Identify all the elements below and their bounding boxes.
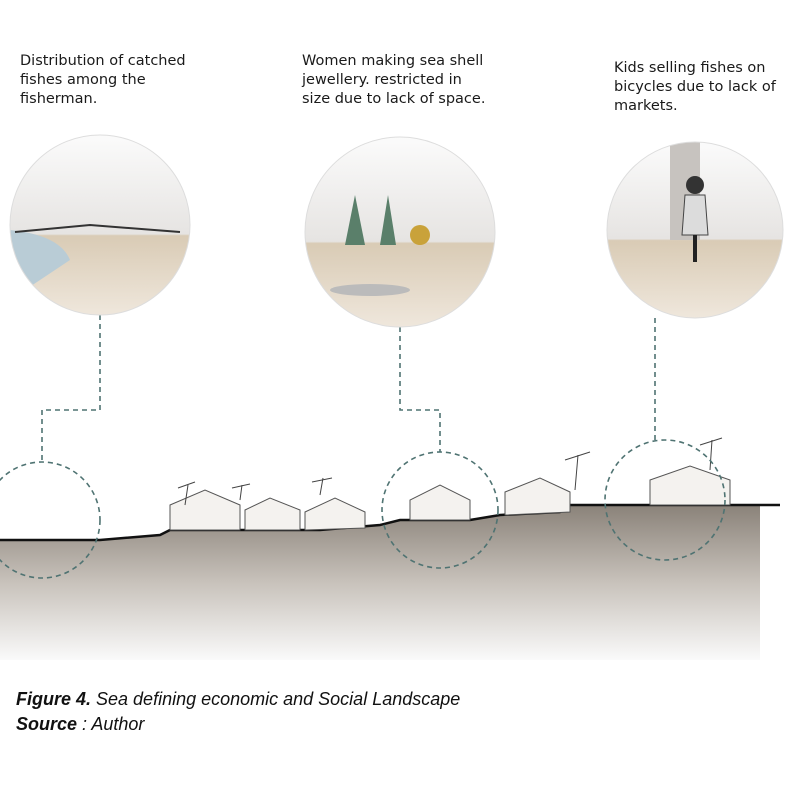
vignette-fishermen xyxy=(10,135,190,315)
figure-caption: Figure 4. Sea defining economic and Soci… xyxy=(16,689,460,710)
caption-women: Women making sea shell jewellery. restri… xyxy=(302,53,486,107)
figure-title: Sea defining economic and Social Landsca… xyxy=(91,689,461,709)
connector-lines xyxy=(0,315,726,579)
vignette-kids xyxy=(607,142,783,318)
source-value: : Author xyxy=(77,714,145,734)
vignette-women xyxy=(305,137,495,327)
caption-kids: Kids selling fishes on bicycles due to l… xyxy=(614,60,776,114)
figure-label: Figure 4. xyxy=(16,689,92,709)
source-label: Source xyxy=(16,714,78,734)
caption-fishermen: Distribution of catched fishes among the… xyxy=(20,53,186,107)
figure-source: Source : Author xyxy=(16,714,144,735)
ground-section xyxy=(0,505,760,660)
trees xyxy=(177,437,723,506)
houses xyxy=(169,465,731,531)
